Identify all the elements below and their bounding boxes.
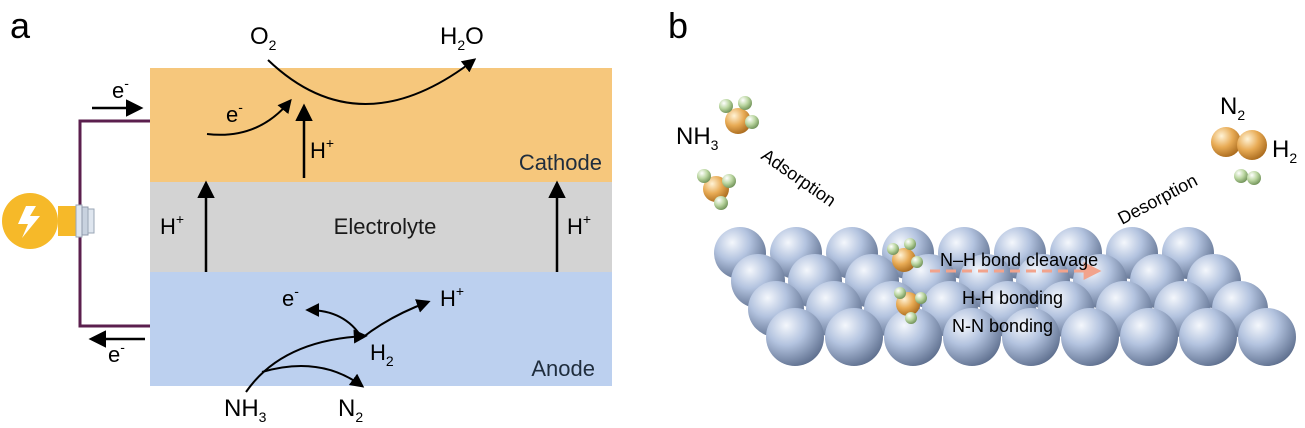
cathode-layer (150, 68, 612, 182)
adsorbed-nh-molecule (894, 287, 927, 324)
o2-label: O2 (250, 23, 277, 53)
desorption-label: Desorption (1114, 170, 1200, 229)
surface-atom (1120, 308, 1178, 366)
proton-left-label: H+ (160, 211, 184, 239)
nh3-gas-label: NH3 (676, 123, 719, 153)
electron-top-label: e- (112, 75, 129, 103)
nh3-anode-label: NH3 (224, 395, 267, 425)
surface-atom (766, 308, 824, 366)
surface-atom (1238, 308, 1296, 366)
electron-cathode-arrow (206, 98, 292, 136)
electron-anode-label: e- (282, 283, 299, 311)
surface-atom (884, 308, 942, 366)
surface-atom (1179, 308, 1237, 366)
panel-a-letter: a (10, 5, 31, 46)
h2o-label: H2O (440, 23, 484, 53)
nh-bond-cleavage-label: N–H bond cleavage (940, 250, 1098, 270)
surface-atom (1002, 308, 1060, 366)
n2-anode-label: N2 (338, 395, 363, 425)
n2-gas-label: N2 (1220, 93, 1245, 123)
proton-anode-label: H+ (440, 283, 464, 311)
nh3-to-h2-arrow (245, 329, 368, 393)
surface-atom (1061, 308, 1119, 366)
gas-nh3-molecule-upper (719, 96, 759, 134)
anode-layer (150, 272, 612, 386)
h2-gas-label: H2 (1272, 136, 1297, 166)
n2-molecule (1211, 127, 1267, 160)
light-bulb-icon (2, 193, 95, 249)
nn-bonding-label: N-N bonding (952, 316, 1053, 336)
hh-bonding-label: H-H bonding (962, 288, 1063, 308)
adsorbed-nh3-molecule (887, 238, 923, 272)
cathode-label: Cathode (519, 150, 602, 175)
adsorption-label: Adsorption (758, 145, 840, 211)
electrolyte-label: Electrolyte (334, 214, 437, 239)
proton-right-label: H+ (567, 211, 591, 239)
surface-atom (943, 308, 1001, 366)
surface-atom (825, 308, 883, 366)
nh3-to-n2-arrow (261, 364, 365, 388)
gas-nh3-molecule-lower (697, 169, 736, 210)
h2-molecule (1234, 169, 1261, 185)
electron-bottom-label: e- (108, 339, 125, 367)
proton-cathode-label: H+ (310, 135, 334, 163)
electron-cathode-label: e- (226, 99, 243, 127)
h2-anode-label: H2 (370, 340, 394, 369)
electrolyte-layer (150, 182, 612, 272)
panel-b: b N–H bond cleavage H-H bonding N-N bond… (668, 5, 1297, 366)
panel-b-letter: b (668, 5, 688, 46)
panel-a: a Cathode Electrolyte Anode e- e- O2 H2O (2, 5, 612, 425)
anode-label: Anode (531, 356, 595, 381)
o2-to-h2o-arrow (267, 58, 477, 105)
